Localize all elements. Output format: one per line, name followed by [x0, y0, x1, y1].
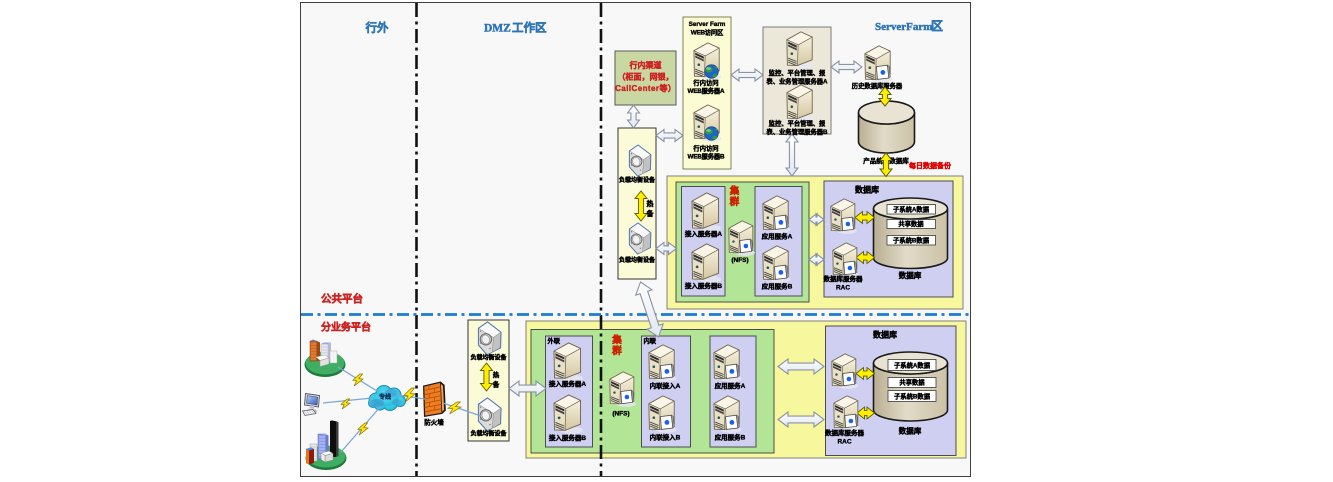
svg-text:负载均衡设备: 负载均衡设备	[619, 256, 656, 264]
svg-text:群: 群	[611, 345, 622, 357]
svg-text:行内访问: 行内访问	[692, 78, 718, 87]
svg-text:Server Farm: Server Farm	[689, 21, 726, 28]
svg-text:应用服务B: 应用服务B	[762, 282, 793, 291]
svg-text:子系统B数据: 子系统B数据	[894, 392, 931, 401]
svg-text:负载均衡设备: 负载均衡设备	[471, 430, 508, 438]
svg-text:集: 集	[611, 334, 622, 346]
svg-text:热: 热	[647, 199, 654, 208]
svg-text:群: 群	[729, 196, 740, 208]
svg-text:表、业务管理服务器B: 表、业务管理服务器B	[766, 127, 828, 136]
svg-text:子系统A数据: 子系统A数据	[893, 204, 930, 213]
svg-text:内联接入A: 内联接入A	[650, 381, 681, 390]
svg-text:行内访问: 行内访问	[692, 144, 718, 153]
svg-text:子系统A数据: 子系统A数据	[894, 361, 931, 370]
svg-text:应用服务A: 应用服务A	[715, 381, 746, 390]
svg-text:数据库服务器: 数据库服务器	[825, 428, 865, 437]
svg-text:外联: 外联	[548, 336, 561, 345]
svg-text:监控、平台管理、报: 监控、平台管理、报	[769, 68, 826, 77]
svg-text:监控、平台管理、报: 监控、平台管理、报	[769, 119, 826, 128]
svg-text:表、业务管理服务器A: 表、业务管理服务器A	[766, 77, 828, 86]
svg-text:负载均衡设备: 负载均衡设备	[471, 354, 508, 362]
svg-text:备: 备	[646, 209, 655, 218]
svg-text:历史数据库服务器: 历史数据库服务器	[852, 81, 903, 90]
svg-text:共享数据: 共享数据	[898, 219, 924, 228]
svg-text:RAC: RAC	[837, 439, 851, 446]
svg-text:内联: 内联	[644, 336, 657, 345]
svg-text:分业务平台: 分业务平台	[321, 321, 371, 334]
svg-text:数据库服务器: 数据库服务器	[824, 274, 864, 283]
svg-text:集: 集	[729, 185, 740, 197]
svg-text:应用服务A: 应用服务A	[762, 232, 793, 241]
svg-text:(NFS): (NFS)	[731, 257, 748, 264]
svg-text:专线: 专线	[379, 393, 391, 401]
svg-text:工作区: 工作区	[512, 21, 547, 35]
svg-text:每日数据备份: 每日数据备份	[909, 161, 952, 170]
svg-text:WEB服务器B: WEB服务器B	[688, 152, 725, 161]
svg-text:区: 区	[931, 19, 943, 33]
svg-text:防火墙: 防火墙	[424, 418, 444, 427]
svg-text:共享数据: 共享数据	[899, 378, 925, 387]
svg-text:CallCenter等）: CallCenter等）	[615, 83, 676, 93]
svg-text:行内渠道: 行内渠道	[629, 60, 662, 70]
svg-text:接入服务器A: 接入服务器A	[549, 379, 586, 388]
svg-text:子系统B数据: 子系统B数据	[893, 235, 930, 244]
svg-text:应用服务B: 应用服务B	[715, 433, 746, 442]
svg-text:行外: 行外	[365, 21, 390, 35]
svg-text:(NFS): (NFS)	[612, 411, 629, 418]
svg-text:数据库: 数据库	[899, 426, 922, 436]
svg-text:热: 热	[493, 370, 500, 379]
svg-text:备: 备	[492, 380, 500, 389]
svg-text:数据库: 数据库	[873, 330, 897, 340]
svg-text:WEB访问区: WEB访问区	[691, 28, 724, 37]
svg-text:WEB服务器A: WEB服务器A	[688, 86, 725, 95]
svg-text:内联接入B: 内联接入B	[650, 433, 681, 442]
svg-text:接入服务器B: 接入服务器B	[685, 281, 722, 290]
svg-text:ServerFarm: ServerFarm	[875, 21, 932, 33]
svg-text:（柜面，网银，: （柜面，网银，	[618, 72, 674, 82]
svg-text:接入服务器A: 接入服务器A	[685, 229, 722, 238]
svg-text:接入服务器B: 接入服务器B	[549, 433, 586, 442]
svg-text:数据库: 数据库	[855, 185, 879, 195]
svg-text:RAC: RAC	[836, 285, 850, 292]
svg-text:数据库: 数据库	[899, 270, 922, 280]
svg-text:公共平台: 公共平台	[321, 292, 363, 305]
svg-text:DMZ: DMZ	[484, 23, 511, 35]
svg-text:负载均衡设备: 负载均衡设备	[619, 176, 656, 184]
